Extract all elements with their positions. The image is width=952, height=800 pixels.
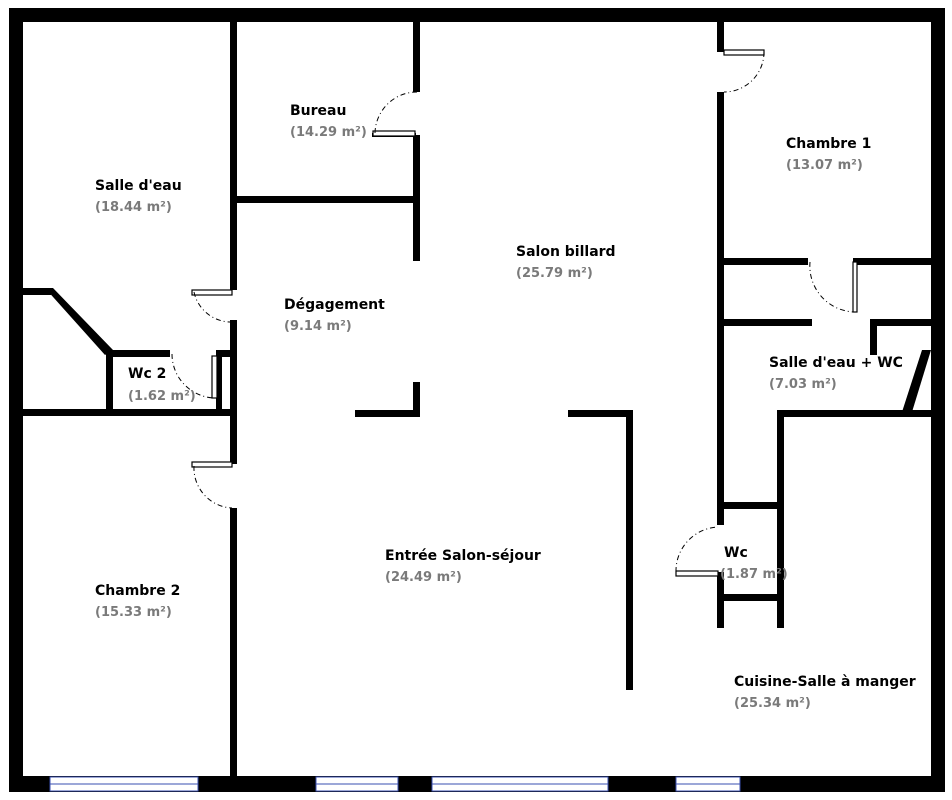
- room-area: (24.49 m²): [385, 570, 462, 585]
- door-chambre-2[interactable]: [191, 461, 233, 509]
- wall-left-column-middle: [230, 320, 237, 464]
- room-wc: Wc (1.87 m²): [720, 545, 788, 582]
- room-name: Salle d'eau + WC: [769, 355, 903, 371]
- wall-wc2-left: [106, 350, 113, 412]
- outer-wall-top: [9, 8, 945, 22]
- outer-wall-right: [931, 8, 945, 792]
- wall-right-column-main: [717, 92, 724, 525]
- wall-cuisine-top: [777, 410, 931, 417]
- room-bureau: Bureau (14.29 m²): [290, 103, 367, 140]
- interior-walls: [23, 22, 931, 776]
- wall-sdb-wc-diagonal: [902, 350, 931, 412]
- wall-degagement-stub-horizontal: [355, 410, 420, 417]
- wall-cuisine-left: [777, 410, 784, 628]
- window-entree-right: [431, 776, 609, 792]
- room-area: (1.62 m²): [128, 389, 196, 404]
- wall-wc2-top: [108, 350, 170, 357]
- wall-chambre2-top: [23, 409, 233, 416]
- room-area: (1.87 m²): [720, 567, 788, 582]
- room-degagement: Dégagement (9.14 m²): [284, 297, 385, 334]
- wall-salon-entree-vertical: [626, 410, 633, 690]
- room-salle-deau-wc: Salle d'eau + WC (7.03 m²): [769, 355, 903, 392]
- door-wc[interactable]: [675, 526, 719, 577]
- room-name: Chambre 1: [786, 136, 871, 152]
- wall-chambre1-bottom-right: [856, 258, 931, 265]
- wall-sdb-wc-right-top: [870, 319, 931, 326]
- wall-salle-deau-corner-top: [23, 288, 51, 295]
- door-chambre-1[interactable]: [723, 49, 765, 93]
- outer-wall-left: [9, 8, 23, 792]
- room-wc-2: Wc 2 (1.62 m²): [128, 366, 196, 404]
- room-area: (7.03 m²): [769, 377, 837, 392]
- wall-sdb-wc-top: [724, 319, 812, 326]
- wall-bureau-right-upper: [413, 22, 420, 92]
- window-chambre-2: [49, 776, 199, 792]
- room-name: Salon billard: [516, 244, 616, 260]
- wall-salon-entree-horizontal: [568, 410, 633, 417]
- room-name: Bureau: [290, 103, 346, 119]
- room-name: Salle d'eau: [95, 178, 182, 194]
- room-chambre-1: Chambre 1 (13.07 m²): [786, 136, 871, 173]
- wall-salle-deau-corner-diagonal: [45, 288, 113, 355]
- room-chambre-2: Chambre 2 (15.33 m²): [95, 583, 180, 620]
- room-area: (25.79 m²): [516, 266, 593, 281]
- room-area: (14.29 m²): [290, 125, 367, 140]
- door-salle-deau[interactable]: [191, 289, 233, 323]
- room-name: Dégagement: [284, 297, 385, 313]
- door-salle-deau-wc[interactable]: [809, 261, 858, 313]
- room-entree-salon-sejour: Entrée Salon-séjour (24.49 m²): [385, 548, 541, 585]
- room-area: (25.34 m²): [734, 696, 811, 711]
- wall-wc2-right: [216, 350, 222, 412]
- room-area: (18.44 m²): [95, 200, 172, 215]
- wall-left-column-lower: [230, 508, 237, 776]
- wall-wc2-top-right: [218, 350, 232, 357]
- room-area: (13.07 m²): [786, 158, 863, 173]
- wall-right-column-upper: [717, 22, 724, 52]
- room-name: Chambre 2: [95, 583, 180, 599]
- room-name: Entrée Salon-séjour: [385, 548, 541, 564]
- room-name: Wc: [724, 545, 748, 561]
- wall-wc-top: [720, 502, 780, 509]
- wall-degagement-stub-vertical: [413, 382, 420, 417]
- door-wc-2[interactable]: [171, 353, 218, 399]
- door-bureau[interactable]: [372, 91, 418, 137]
- room-cuisine-salle-a-manger: Cuisine-Salle à manger (25.34 m²): [734, 674, 916, 711]
- window-cuisine: [675, 776, 741, 792]
- room-salon-billard: Salon billard (25.79 m²): [516, 244, 616, 281]
- room-salle-deau: Salle d'eau (18.44 m²): [95, 178, 182, 215]
- wall-sdb-wc-right-vertical: [870, 319, 877, 355]
- room-area: (15.33 m²): [95, 605, 172, 620]
- windows: [49, 776, 741, 792]
- wall-bureau-right-lower: [413, 135, 420, 261]
- room-name: Wc 2: [128, 366, 166, 382]
- wall-wc-bottom: [720, 594, 780, 601]
- wall-left-column-upper: [230, 22, 237, 290]
- wall-bureau-bottom: [237, 196, 420, 203]
- doors: [171, 49, 858, 577]
- room-area: (9.14 m²): [284, 319, 352, 334]
- window-entree-left: [315, 776, 399, 792]
- room-name: Cuisine-Salle à manger: [734, 674, 916, 690]
- room-labels: Salle d'eau (18.44 m²) Bureau (14.29 m²)…: [95, 103, 916, 711]
- wall-chambre1-bottom-left: [724, 258, 808, 265]
